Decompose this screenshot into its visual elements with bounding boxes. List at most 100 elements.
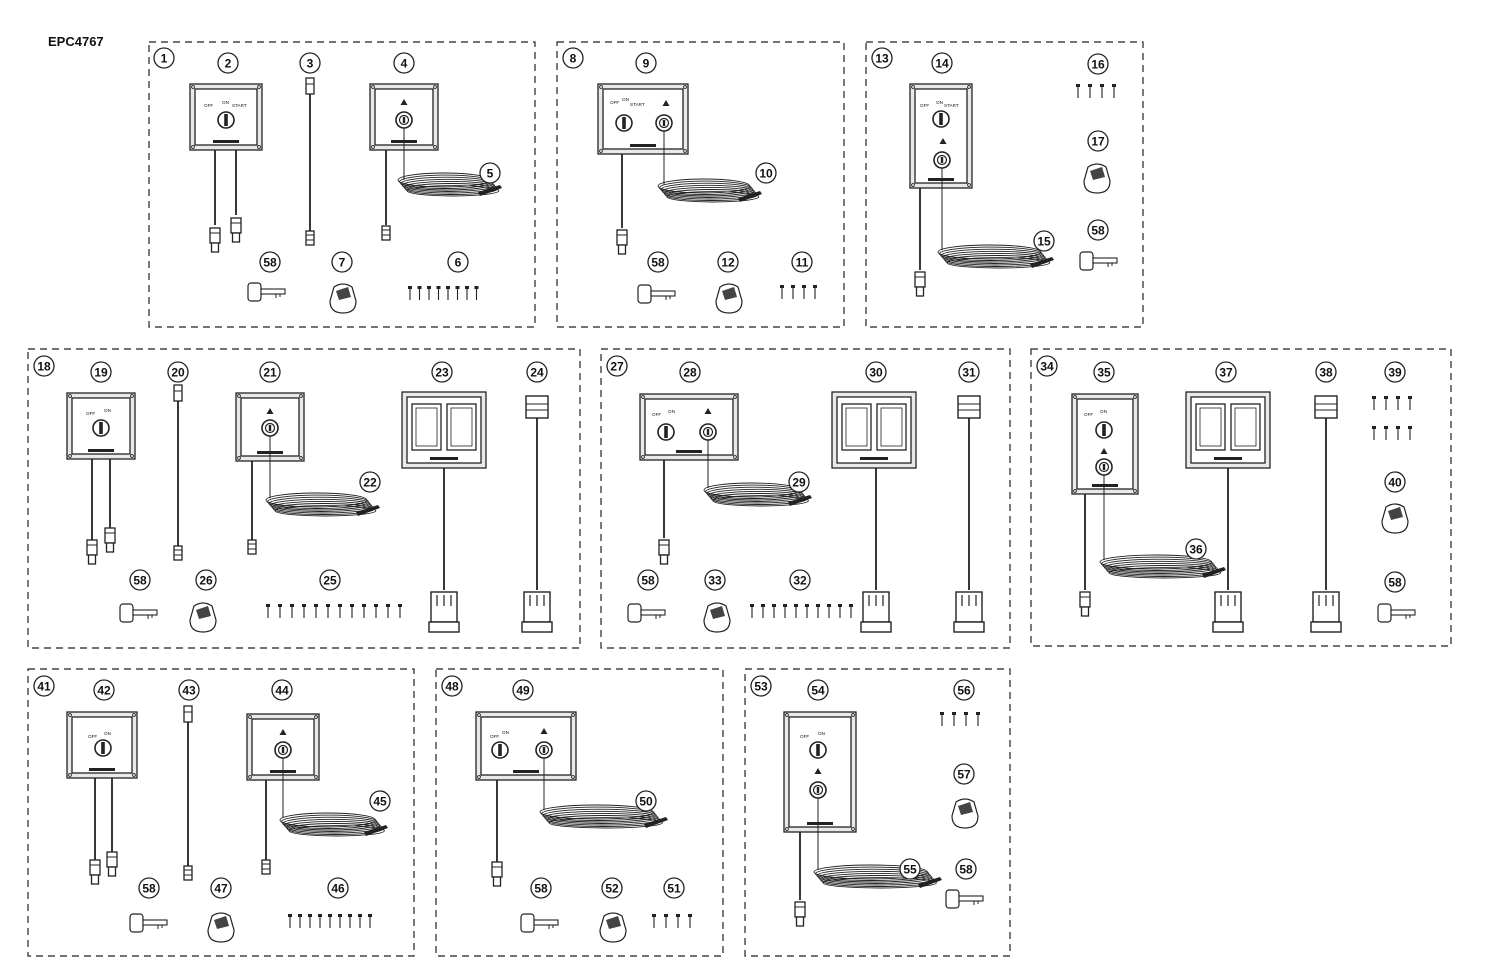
- ignition-key: [1377, 603, 1416, 623]
- callout-number: 58: [534, 882, 548, 896]
- screw-hole: [683, 85, 687, 89]
- screw-hole: [371, 85, 375, 89]
- connector: [914, 271, 926, 288]
- callout-number: 37: [1219, 366, 1233, 380]
- brand-mark: [1214, 457, 1242, 460]
- coiled-lanyard: [813, 864, 942, 889]
- screw: [688, 914, 692, 928]
- ignition-key: [637, 284, 676, 304]
- switch-label-off: OFF: [204, 103, 213, 108]
- screw-hole: [132, 713, 136, 717]
- connector: [616, 229, 628, 246]
- callout-8: 8: [562, 47, 584, 69]
- screw-hole: [257, 145, 261, 149]
- callout-19: 19: [90, 361, 112, 383]
- group-box: [556, 41, 845, 328]
- screw: [290, 604, 294, 618]
- jumper-harness: [305, 77, 315, 246]
- switch-label-on: ON: [936, 100, 943, 105]
- callout-number: 45: [373, 795, 387, 809]
- callout-17: 17: [1087, 130, 1109, 152]
- callout-number: 5: [487, 167, 494, 181]
- group-boxes: [27, 41, 1452, 957]
- callout-58: 58: [637, 569, 659, 591]
- screw: [976, 712, 980, 726]
- screw: [348, 914, 352, 928]
- switch-label-on: ON: [622, 97, 629, 102]
- screw-hole: [599, 149, 603, 153]
- screw: [791, 285, 795, 299]
- switch-label-on: ON: [502, 730, 509, 735]
- callout-number: 44: [275, 684, 289, 698]
- switch-label-off: OFF: [1084, 412, 1093, 417]
- callout-13: 13: [871, 47, 893, 69]
- rocker-switch: [1230, 403, 1261, 451]
- brand-mark: [513, 770, 539, 773]
- connector: [658, 539, 670, 556]
- brand-mark: [213, 140, 239, 143]
- coiled-lanyard: [539, 804, 668, 829]
- screw: [952, 712, 956, 726]
- screw-hole: [191, 145, 195, 149]
- callout-number: 2: [225, 57, 232, 71]
- screw: [266, 604, 270, 618]
- switch-label-off: OFF: [800, 734, 809, 739]
- callout-number: 28: [683, 366, 697, 380]
- rocker-switch: [1195, 403, 1226, 451]
- callout-number: 51: [667, 882, 681, 896]
- screw: [805, 604, 809, 618]
- screw: [1384, 396, 1388, 410]
- callout-3: 3: [299, 52, 321, 74]
- multi-pin-socket: [1314, 395, 1338, 419]
- rocker-switch: [841, 403, 872, 451]
- screw: [398, 604, 402, 618]
- callout-14: 14: [931, 52, 953, 74]
- screw-hole: [571, 775, 575, 779]
- callout-number: 58: [959, 863, 973, 877]
- ignition-key: [1079, 251, 1118, 271]
- connector: [86, 539, 98, 556]
- screw-hole: [433, 85, 437, 89]
- callout-number: 58: [641, 574, 655, 588]
- callout-23: 23: [431, 361, 453, 383]
- connector: [106, 851, 118, 868]
- screw: [813, 285, 817, 299]
- screw-hole: [641, 395, 645, 399]
- ignition-key: [247, 282, 286, 302]
- lanyard-clip: [918, 877, 942, 888]
- callout-30: 30: [865, 361, 887, 383]
- screw: [1396, 426, 1400, 440]
- screw: [408, 286, 412, 300]
- multi-pin-socket: [525, 395, 549, 419]
- ignition-key: [627, 603, 666, 623]
- callout-58: 58: [647, 251, 669, 273]
- callout-number: 12: [721, 256, 735, 270]
- coiled-lanyard: [703, 482, 812, 507]
- screw-hole: [237, 394, 241, 398]
- callout-44: 44: [271, 679, 293, 701]
- callout-4: 4: [393, 52, 415, 74]
- callout-57: 57: [953, 763, 975, 785]
- screw: [1384, 426, 1388, 440]
- screw-hole: [68, 773, 72, 777]
- callout-12: 12: [717, 251, 739, 273]
- screw: [761, 604, 765, 618]
- callout-43: 43: [178, 679, 200, 701]
- coiled-lanyard: [279, 812, 388, 837]
- screw-hole: [911, 85, 915, 89]
- brand-mark: [89, 768, 115, 771]
- callout-number: 17: [1091, 135, 1105, 149]
- callout-9: 9: [635, 52, 657, 74]
- callout-29: 29: [788, 471, 810, 493]
- switch-boot: [189, 602, 217, 633]
- callout-number: 26: [199, 574, 213, 588]
- callout-number: 57: [957, 768, 971, 782]
- screw-hole: [641, 455, 645, 459]
- screw-hole: [1073, 489, 1077, 493]
- screw: [964, 712, 968, 726]
- screw-hole: [132, 773, 136, 777]
- switch-boot: [703, 602, 731, 633]
- callout-number: 24: [530, 366, 544, 380]
- screw-hole: [1133, 489, 1137, 493]
